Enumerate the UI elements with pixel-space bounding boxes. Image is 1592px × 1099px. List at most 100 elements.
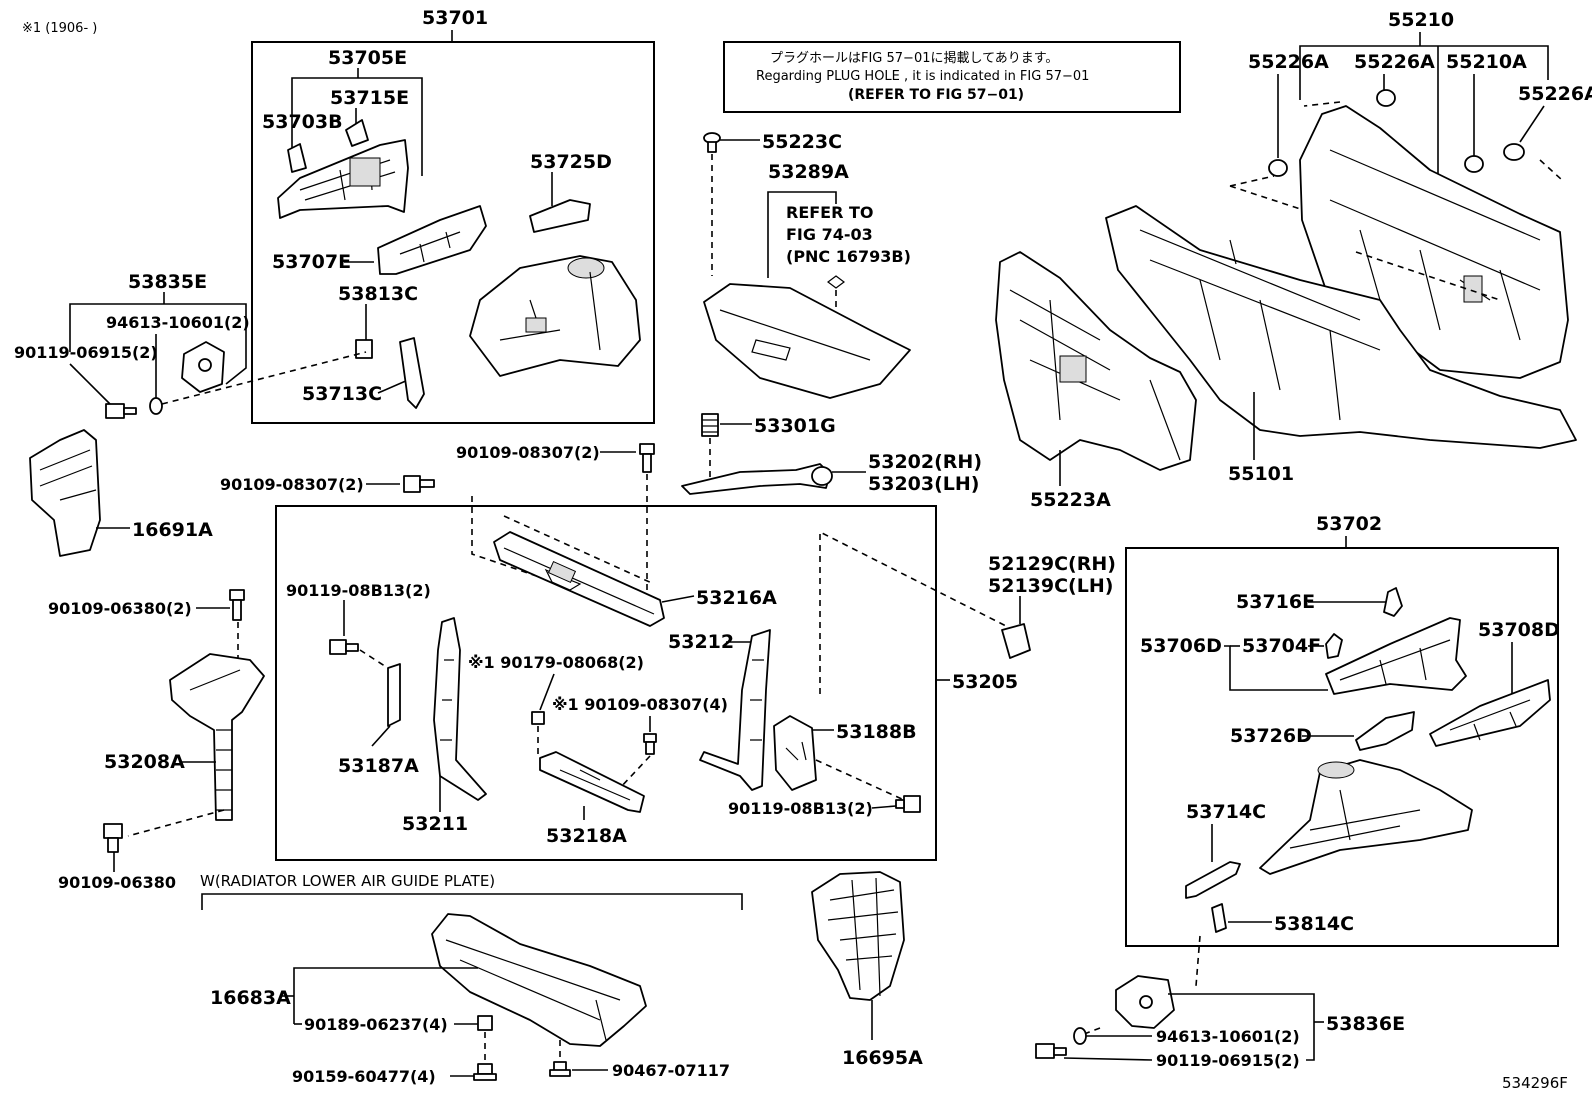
- part-53707E: [377, 205, 487, 275]
- label-90119-06915-a: 90119-06915(2): [14, 343, 158, 362]
- label-53218A: 53218A: [546, 825, 627, 847]
- label-55226A-1: 55226A: [1248, 51, 1329, 73]
- label-53208A: 53208A: [104, 751, 185, 773]
- label-53205: 53205: [952, 671, 1018, 693]
- label-53835E: 53835E: [128, 271, 207, 293]
- group-55101: 55101: [1105, 205, 1577, 485]
- label-53726D: 53726D: [1230, 725, 1312, 747]
- label-94613-10601-b: 94613-10601(2): [1156, 1027, 1300, 1046]
- clip-90159: [473, 1063, 497, 1081]
- group-53836E: 53836E 94613-10601(2) 90119-06915(2): [1035, 975, 1405, 1070]
- nut-90179: [531, 711, 545, 725]
- bolt-90109-08307-a: [639, 443, 655, 473]
- label-90467-07117: 90467-07117: [612, 1061, 730, 1080]
- clip-55226A-1: [1268, 159, 1288, 177]
- group-53702: 53702 53716E 53706D 53704F 53708D 53726D…: [1125, 513, 1560, 987]
- part-wheelhouse-left: [469, 255, 641, 377]
- notice-line-refer: (REFER TO FIG 57−01): [848, 87, 1024, 103]
- part-53212: [699, 629, 771, 791]
- bolt-90119-08B13-b: [895, 795, 921, 813]
- bolt-90119-b: [1035, 1043, 1067, 1059]
- label-53703B: 53703B: [262, 111, 343, 133]
- group-53835E: 53835E 94613-10601(2) 90119-06915(2): [14, 271, 367, 419]
- label-53216A: 53216A: [696, 587, 777, 609]
- label-90119-08B13-a: 90119-08B13(2): [286, 581, 431, 600]
- group-53289A: 55223C 53289A REFER TO FIG 74-03 (PNC 16…: [703, 131, 911, 399]
- part-55223A: [995, 251, 1197, 471]
- header-note: ※1 (1906- ): [22, 21, 97, 36]
- part-53704F: [1325, 633, 1343, 659]
- label-55226A-3: 55226A: [1518, 83, 1592, 105]
- bolt-90109-06380-top: [229, 589, 245, 621]
- refer-marker: [827, 275, 845, 289]
- group-air-guide: W(RADIATOR LOWER AIR GUIDE PLATE) 16683A…: [200, 872, 743, 1086]
- label-90109-08307-b: 90109-08307(2): [220, 475, 364, 494]
- part-53211: [433, 617, 487, 801]
- label-90159-60477: 90159-60477(4): [292, 1067, 436, 1086]
- part-16683A: [431, 913, 647, 1047]
- part-53814C: [1211, 903, 1227, 933]
- part-53301G: [701, 413, 719, 437]
- group-53205: 53205 90109-08307(2) 90109-08307(2) 5321…: [220, 443, 1018, 861]
- label-16691A: 16691A: [132, 519, 213, 541]
- part-53218A: [539, 751, 645, 813]
- part-53705E: [277, 119, 409, 219]
- label-55101: 55101: [1228, 463, 1294, 485]
- label-53702: 53702: [1316, 513, 1382, 535]
- plug-hole-notice: プラグホールはFIG 57−01に掲載してあります。 Regarding PLU…: [723, 41, 1181, 113]
- label-53212: 53212: [668, 631, 734, 653]
- label-air-guide-group: W(RADIATOR LOWER AIR GUIDE PLATE): [200, 872, 495, 890]
- label-53701: 53701: [422, 7, 488, 29]
- label-16683A: 16683A: [210, 987, 291, 1009]
- part-16695A: [811, 871, 905, 1001]
- label-90119-08B13-b: 90119-08B13(2): [728, 799, 873, 818]
- label-55226A-2: 55226A: [1354, 51, 1435, 73]
- clip-55226A-3: [1503, 143, 1525, 161]
- label-53708D: 53708D: [1478, 619, 1560, 641]
- refer-line-3: (PNC 16793B): [786, 247, 911, 266]
- notice-line-en: Regarding PLUG HOLE , it is indicated in…: [756, 69, 1089, 84]
- group-55223A: 55223A: [995, 251, 1197, 511]
- label-53211: 53211: [402, 813, 468, 835]
- washer-94613-b: [1073, 1027, 1087, 1045]
- label-53289A: 53289A: [768, 161, 849, 183]
- clip-90189: [477, 1015, 493, 1031]
- label-53203: 53203(LH): [868, 473, 979, 495]
- bolt-90119-08B13-a: [329, 639, 359, 655]
- part-53725D: [529, 199, 591, 233]
- label-53707E: 53707E: [272, 251, 351, 273]
- part-53726D: [1355, 711, 1415, 751]
- part-53202: [681, 463, 831, 495]
- clip-90467: [549, 1061, 571, 1077]
- label-90119-06915-b: 90119-06915(2): [1156, 1051, 1300, 1070]
- label-53705E: 53705E: [328, 47, 407, 69]
- label-53714C: 53714C: [1186, 801, 1266, 823]
- bolt-90119-a: [105, 403, 137, 419]
- label-90109-08307-c: ※1 90109-08307(4): [552, 695, 728, 714]
- label-53713C: 53713C: [302, 383, 382, 405]
- part-53289A: [703, 283, 911, 399]
- figure-code: 534296F: [1502, 1074, 1568, 1092]
- label-53715E: 53715E: [330, 87, 409, 109]
- part-wheelhouse-right: [1259, 759, 1473, 875]
- label-53814C: 53814C: [1274, 913, 1354, 935]
- clip-55210A: [1464, 155, 1484, 173]
- bolt-90109-08307-c: [643, 733, 657, 755]
- group-53202: 53301G 53202(RH) 53203(LH): [681, 413, 982, 495]
- label-55210: 55210: [1388, 9, 1454, 31]
- label-53716E: 53716E: [1236, 591, 1315, 613]
- label-53704F: 53704F: [1242, 635, 1321, 657]
- washer-94613-a: [149, 397, 163, 415]
- label-16695A: 16695A: [842, 1047, 923, 1069]
- part-53187A: [387, 663, 401, 727]
- group-53701: 53701 53705E 53715E 53703B 53725D 53707E…: [251, 7, 655, 424]
- label-53813C: 53813C: [338, 283, 418, 305]
- label-94613-10601-a: 94613-10601(2): [106, 313, 250, 332]
- label-90109-06380: 90109-06380: [58, 873, 176, 892]
- label-53188B: 53188B: [836, 721, 917, 743]
- refer-line-2: FIG 74-03: [786, 225, 873, 244]
- clip-55226A-2: [1376, 89, 1396, 107]
- label-52129C: 52129C(RH): [988, 553, 1116, 575]
- label-53836E: 53836E: [1326, 1013, 1405, 1035]
